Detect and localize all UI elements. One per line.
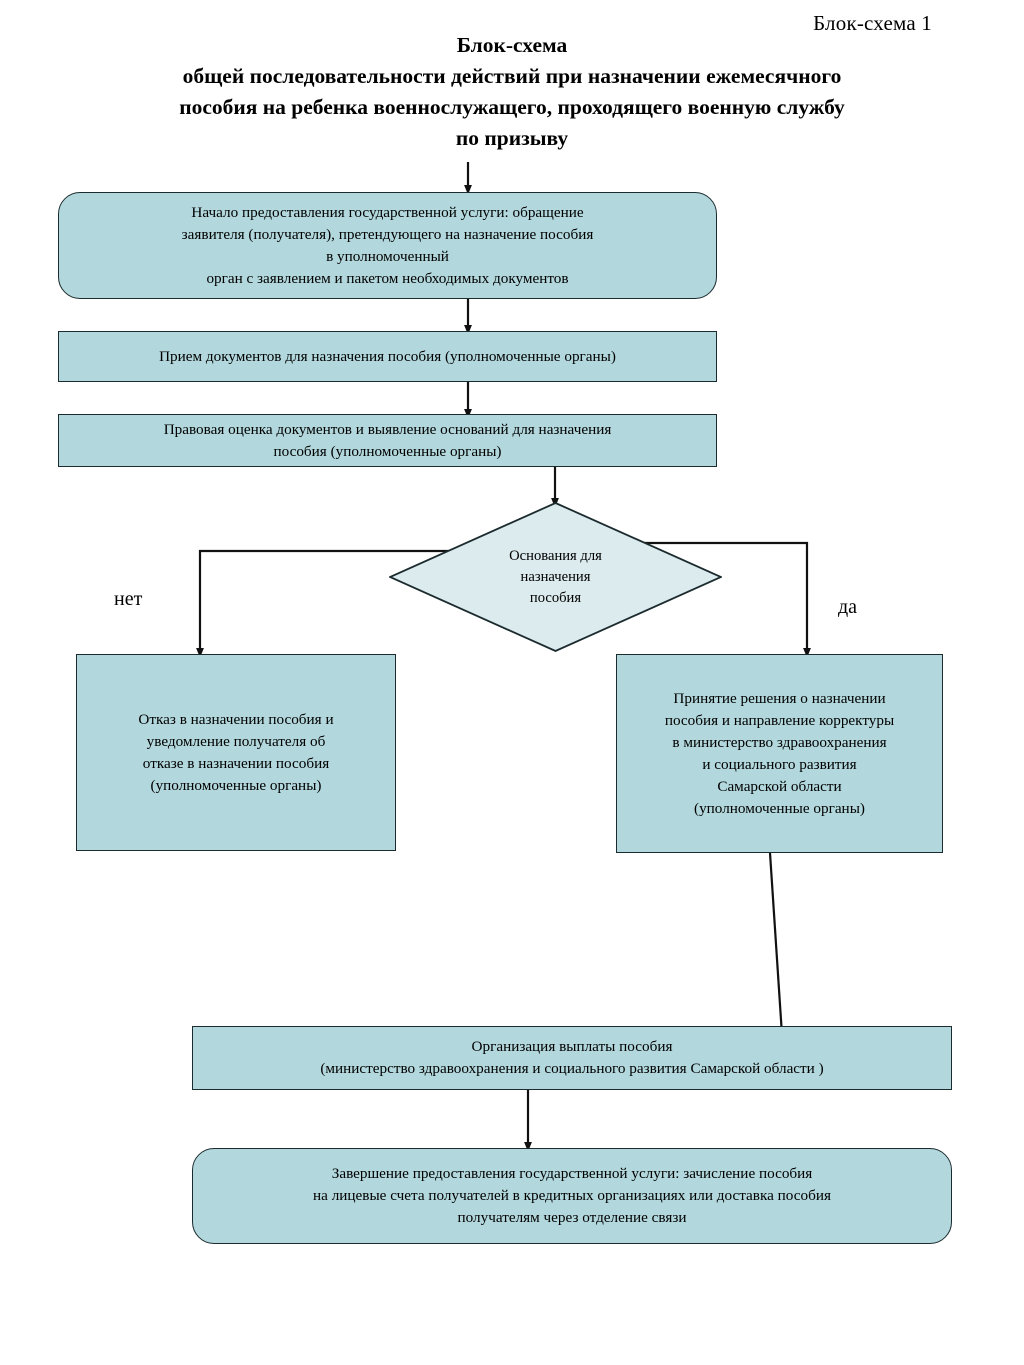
node-start-line-3: в уполномоченный — [326, 247, 449, 265]
node-legal-review-line-1: Правовая оценка документов и выявление о… — [163, 420, 612, 438]
node-decision-text: Основания для назначения пособия — [389, 502, 722, 652]
node-intake: Прием документов для назначения пособия … — [58, 331, 717, 382]
node-approval-line-2: пособия и направление корректуры — [664, 711, 895, 729]
page-title-line-1: Блок-схема — [456, 33, 568, 57]
node-start-text: Начало предоставления государственной ус… — [69, 202, 706, 290]
node-intake-text: Прием документов для назначения пособия … — [69, 346, 706, 368]
node-approval-line-4: и социального развития — [702, 755, 857, 773]
node-legal-review-line-2: пособия (уполномоченные органы) — [273, 442, 502, 460]
node-decision-line-1: Основания для — [509, 547, 602, 564]
node-finish: Завершение предоставления государственно… — [192, 1148, 952, 1244]
node-approval-line-5: Самарской области — [717, 777, 842, 795]
node-finish-line-3: получателям через отделение связи — [457, 1209, 687, 1226]
node-refusal: Отказ в назначении пособия и уведомление… — [76, 654, 396, 851]
node-refusal-line-1: Отказ в назначении пособия и — [138, 710, 334, 728]
node-approval: Принятие решения о назначении пособия и … — [616, 654, 943, 853]
node-finish-text: Завершение предоставления государственно… — [203, 1163, 941, 1229]
node-refusal-line-3: отказе в назначении пособия — [142, 754, 330, 772]
node-legal-review-text: Правовая оценка документов и выявление о… — [69, 419, 706, 463]
node-decision-line-3: пособия — [529, 589, 582, 606]
node-refusal-text: Отказ в назначении пособия и уведомление… — [87, 709, 385, 797]
node-finish-line-1: Завершение предоставления государственно… — [331, 1165, 813, 1182]
page-title-line-3: пособия на ребенка военнослужащего, прох… — [179, 95, 845, 119]
node-intake-line-1: Прием документов для назначения пособия … — [159, 347, 616, 365]
node-approval-line-6: (уполномоченные органы) — [694, 799, 865, 817]
node-payment-text: Организация выплаты пособия (министерств… — [203, 1036, 941, 1080]
node-decision-line-2: назначения — [520, 568, 591, 585]
sheet-label: Блок-схема 1 — [813, 11, 932, 35]
node-approval-line-1: Принятие решения о назначении — [673, 689, 886, 707]
node-payment-line-2: (министерство здравоохранения и социальн… — [320, 1060, 824, 1077]
branch-label-no: нет — [114, 588, 143, 610]
node-approval-line-3: в министерство здравоохранения — [672, 733, 887, 751]
node-refusal-line-4: (уполномоченные органы) — [150, 776, 322, 794]
edge-approval-to-payment — [768, 852, 786, 1040]
branch-label-yes: да — [838, 596, 858, 618]
page-title-line-4: по призыву — [455, 126, 569, 150]
node-payment-line-1: Организация выплаты пособия — [471, 1038, 673, 1055]
node-start: Начало предоставления государственной ус… — [58, 192, 717, 299]
node-start-line-2: заявителя (получателя), претендующего на… — [181, 225, 594, 243]
node-refusal-line-2: уведомление получателя об — [146, 732, 326, 750]
node-start-line-4: орган с заявлением и пакетом необходимых… — [206, 269, 569, 287]
node-start-line-1: Начало предоставления государственной ус… — [191, 203, 584, 221]
node-decision: Основания для назначения пособия — [389, 502, 722, 652]
node-payment: Организация выплаты пособия (министерств… — [192, 1026, 952, 1090]
node-approval-text: Принятие решения о назначении пособия и … — [627, 688, 932, 820]
node-finish-line-2: на лицевые счета получателей в кредитных… — [313, 1187, 831, 1204]
decision-diamond-shape — [389, 502, 722, 652]
node-legal-review: Правовая оценка документов и выявление о… — [58, 414, 717, 467]
page-title: Блок-схема общей последовательности дейс… — [62, 30, 962, 154]
page-title-line-2: общей последовательности действий при на… — [182, 64, 842, 88]
